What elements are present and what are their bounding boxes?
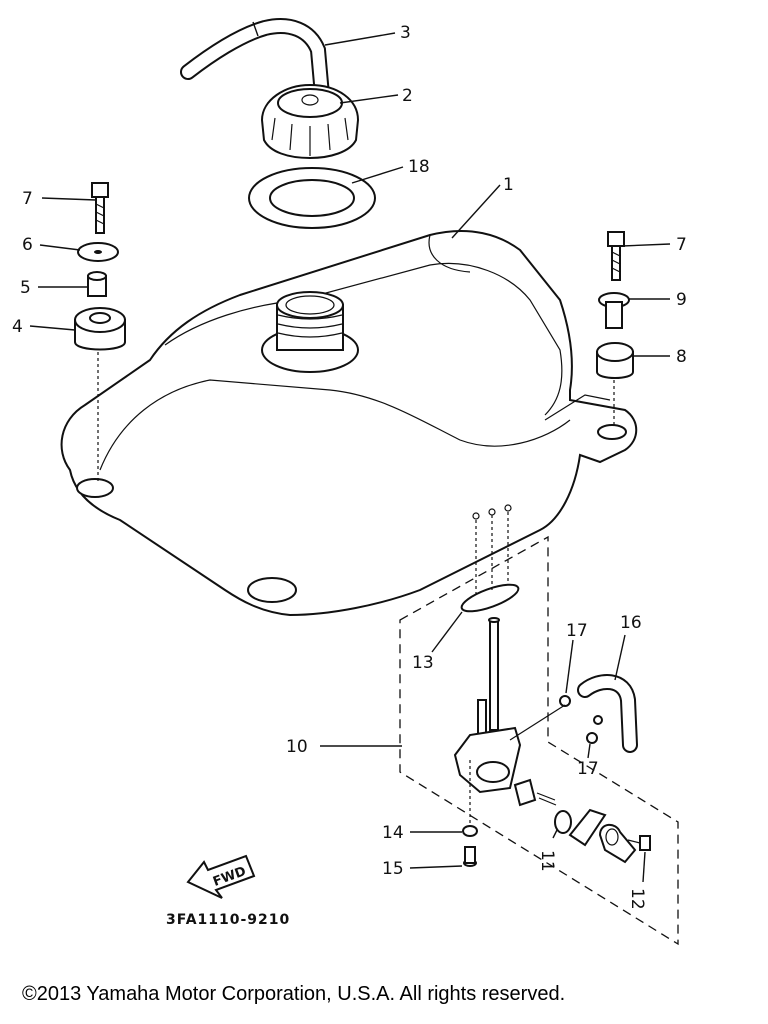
callout-3: 3 bbox=[400, 23, 411, 43]
callout-18: 18 bbox=[408, 157, 430, 177]
left-mount-bolt bbox=[91, 182, 109, 234]
callout-13: 13 bbox=[412, 653, 434, 673]
strainer-o-ring bbox=[460, 504, 520, 613]
hose-clip-upper bbox=[559, 695, 571, 707]
callout-17-upper: 17 bbox=[566, 621, 588, 641]
callout-12: 12 bbox=[627, 888, 647, 910]
lever-screw bbox=[627, 835, 651, 851]
fuel-cock-lever bbox=[598, 823, 637, 864]
left-mount-washer bbox=[77, 242, 119, 262]
callout-4: 4 bbox=[12, 317, 23, 337]
hose-clip-lower bbox=[586, 715, 603, 744]
left-mount-collar bbox=[87, 271, 107, 297]
callout-9: 9 bbox=[676, 290, 687, 310]
cap-gasket bbox=[248, 167, 376, 229]
callout-2: 2 bbox=[402, 86, 413, 106]
fuel-tank bbox=[60, 229, 638, 617]
callout-1: 1 bbox=[503, 175, 514, 195]
fuel-hose bbox=[577, 674, 638, 753]
callout-11: 11 bbox=[537, 850, 557, 872]
right-mount-bolt bbox=[607, 231, 625, 281]
right-mount-collar bbox=[598, 292, 630, 329]
leader-lines bbox=[29, 32, 671, 883]
fuel-cock-assembly-outline bbox=[399, 535, 679, 946]
callout-7-left: 7 bbox=[22, 189, 33, 209]
copyright-notice: ©2013 Yamaha Motor Corporation, U.S.A. A… bbox=[22, 983, 566, 1005]
callout-17-lower: 17 bbox=[577, 759, 599, 779]
fuel-cock bbox=[453, 617, 522, 826]
callout-10: 10 bbox=[286, 737, 308, 757]
callout-8: 8 bbox=[676, 347, 687, 367]
callout-14: 14 bbox=[382, 823, 404, 843]
fuel-cap bbox=[260, 83, 360, 160]
callout-5: 5 bbox=[20, 278, 31, 298]
forward-direction-arrow: FWD bbox=[186, 854, 256, 899]
lever-gasket bbox=[554, 810, 572, 834]
fuel-cock-plunger bbox=[513, 778, 557, 807]
callout-7-right: 7 bbox=[676, 235, 687, 255]
callout-6: 6 bbox=[22, 235, 33, 255]
drain-washer bbox=[462, 825, 478, 837]
callout-15: 15 bbox=[382, 859, 404, 879]
diagram-code: 3FA1110-9210 bbox=[166, 912, 290, 928]
breather-hose bbox=[180, 18, 330, 103]
drain-screw bbox=[463, 846, 477, 867]
left-mount-grommet bbox=[74, 307, 126, 351]
right-mount-grommet bbox=[596, 342, 634, 379]
lever-plate bbox=[568, 808, 607, 847]
callout-16: 16 bbox=[620, 613, 642, 633]
